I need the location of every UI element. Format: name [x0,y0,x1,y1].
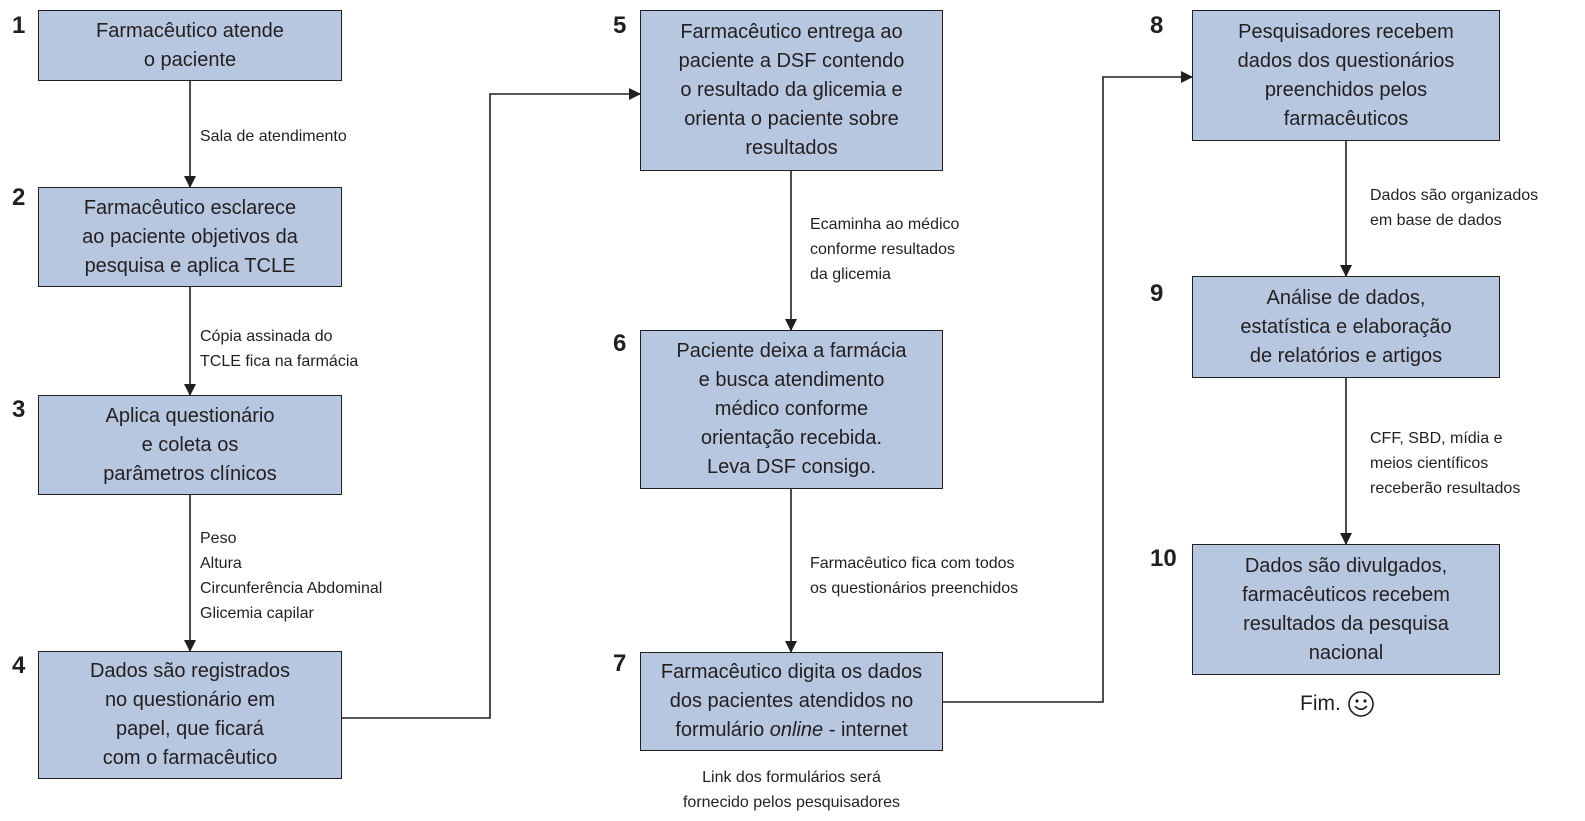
step-number-2: 2 [12,184,26,211]
edge-label-2-3: Cópia assinada do TCLE fica na farmácia [200,328,359,370]
end-marker: Fim. [1300,690,1375,718]
step-7-line-3-pre: formulário [675,719,770,741]
step-box-1: Farmacêutico atende o paciente [38,10,342,81]
step-7-line-3-em: online [769,719,824,741]
step-box-4: Dados são registrados no questionário em… [38,651,342,779]
step-box-6: Paciente deixa a farmácia e busca atendi… [640,330,943,489]
step-number-10: 10 [1150,545,1177,572]
step-number-5: 5 [613,12,627,39]
step-text-9: Análise de dados, estatística e elaboraç… [1240,286,1452,367]
note-step-7: Link dos formulários será fornecido pelo… [682,769,901,811]
step-box-7: Farmacêutico digita os dados dos paciente… [640,652,943,751]
edge-label-8-9: Dados são organizados em base de dados [1370,187,1539,229]
edge-label-5-6: Ecaminha ao médico conforme resultados d… [810,216,960,283]
step-box-5: Farmacêutico entrega ao paciente a DSF c… [640,10,943,171]
step-number-3: 3 [12,396,26,423]
step-7-line-1: Farmacêutico digita os dados [660,661,923,683]
step-box-9: Análise de dados, estatística e elaboraç… [1192,276,1500,378]
step-7-line-2: dos pacientes atendidos no [669,690,914,712]
step-number-4: 4 [12,652,26,679]
step-text-7: Farmacêutico digita os dados dos paciente… [661,658,922,745]
step-number-7: 7 [613,650,627,677]
edge-label-9-10: CFF, SBD, mídia e meios científicos rece… [1370,430,1521,497]
step-number-9: 9 [1150,280,1164,307]
step-number-8: 8 [1150,12,1164,39]
step-number-1: 1 [12,12,26,39]
step-text-3: Aplica questionário e coleta os parâmetr… [103,404,277,485]
step-number-6: 6 [613,330,627,357]
smiley-icon [1348,691,1374,717]
step-text-4: Dados são registrados no questionário em… [89,660,291,769]
arrow-4-to-5 [342,88,641,719]
end-label: Fim. [1300,692,1341,715]
step-text-5: Farmacêutico entrega ao paciente a DSF c… [678,21,905,159]
step-text-8: Pesquisadores recebem dados dos question… [1237,20,1455,130]
step-box-3: Aplica questionário e coleta os parâmetr… [38,395,342,495]
step-box-2: Farmacêutico esclarece ao paciente objet… [38,187,342,287]
step-box-10: Dados são divulgados, farmacêuticos rece… [1192,544,1500,675]
step-box-8: Pesquisadores recebem dados dos question… [1192,10,1500,141]
step-7-line-3-post: - internet [823,719,908,741]
edge-label-1-2: Sala de atendimento [200,128,347,145]
step-text-6: Paciente deixa a farmácia e busca atendi… [676,340,907,478]
step-text-1: Farmacêutico atende o paciente [96,19,284,71]
edge-label-3-4: Peso Altura Circunferência Abdominal Gli… [200,530,383,622]
step-text-10: Dados são divulgados, farmacêuticos rece… [1242,554,1450,664]
arrow-7-to-8 [943,71,1193,703]
edge-label-6-7: Farmacêutico fica com todos os questioná… [810,555,1019,597]
step-text-2: Farmacêutico esclarece ao paciente objet… [82,196,298,277]
